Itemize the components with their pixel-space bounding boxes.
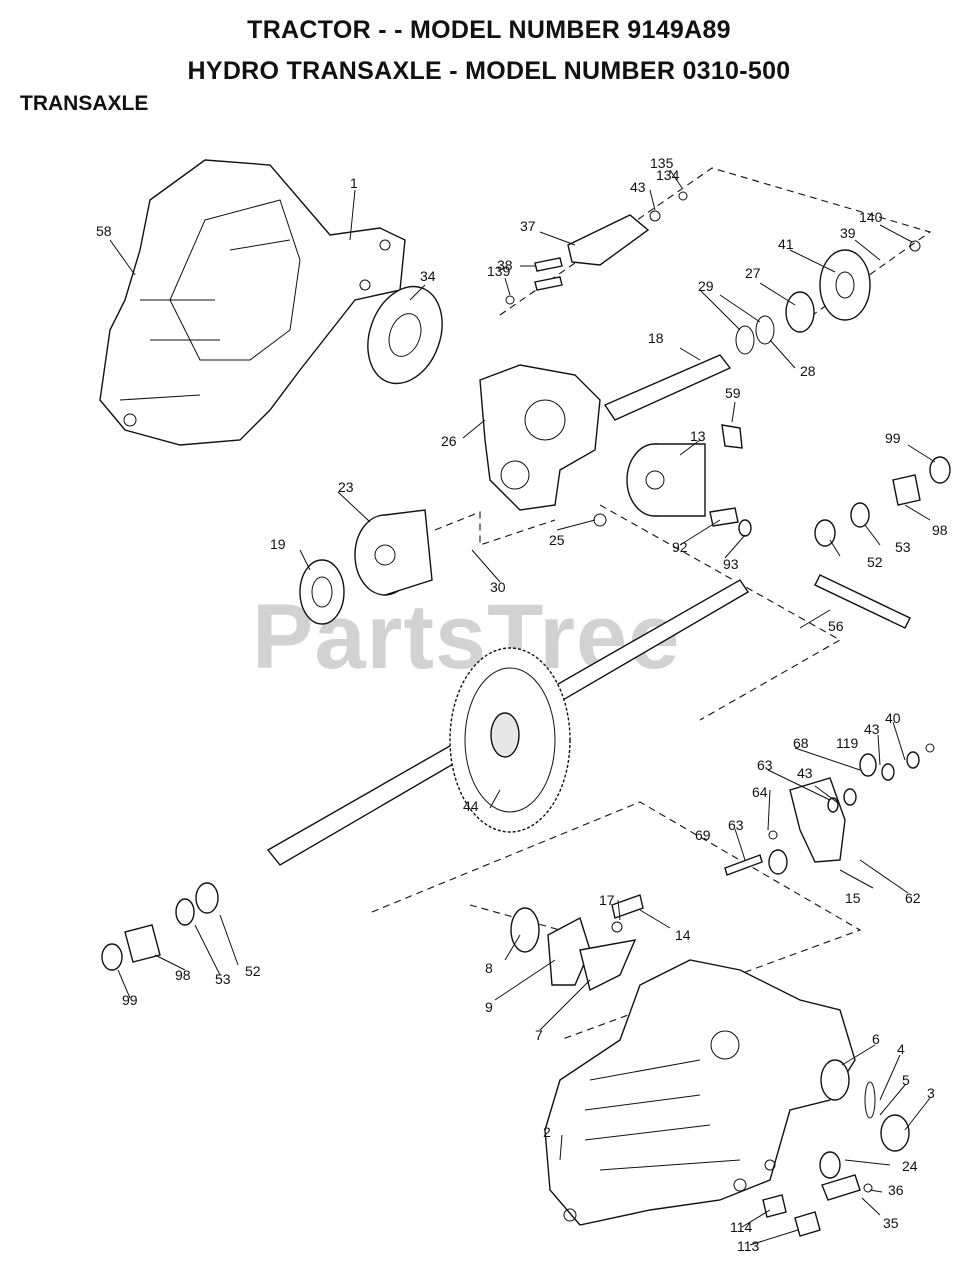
callout-98-right: 98 [932,522,948,538]
callout-38: 38 [497,257,513,273]
callout-62: 62 [905,890,921,906]
callout-6: 6 [872,1031,880,1047]
center-section [479,364,601,511]
callout-5: 5 [902,1072,910,1088]
pulley-41 [819,249,871,321]
callout-53-left: 53 [215,971,231,987]
callout-134: 134 [656,167,680,183]
callout-69: 69 [695,827,711,843]
bracket-37 [567,214,650,266]
callout-37: 37 [520,218,536,234]
cylinder-block-23 [354,509,433,596]
callout-23: 23 [338,479,354,495]
callout-113: 113 [737,1238,760,1254]
callout-98-left: 98 [175,967,191,983]
input-shaft [603,354,732,421]
callout-99-right: 99 [885,430,901,446]
callout-92: 92 [672,539,688,555]
callout-43-low: 43 [797,765,813,781]
callout-43-mid: 43 [864,721,880,737]
callout-1: 1 [350,175,358,191]
callout-7: 7 [535,1027,543,1043]
brake-parts [510,894,644,992]
dashed-outline-lower [371,801,862,1041]
callout-35: 35 [883,1215,899,1231]
callout-139: 139 [487,263,511,279]
callout-39: 39 [840,225,856,241]
diagram-title-line-1: TRACTOR - - MODEL NUMBER 9149A89 [247,16,731,44]
callout-40: 40 [885,710,901,726]
callout-114: 114 [730,1219,753,1235]
callout-56: 56 [828,618,844,634]
callout-34: 34 [420,268,436,284]
callout-58: 58 [96,223,112,239]
callout-43-top: 43 [630,179,646,195]
callout-25: 25 [549,532,565,548]
callout-28: 28 [800,363,816,379]
small-parts-right-lower [724,743,935,876]
callout-26: 26 [441,433,457,449]
callout-3: 3 [927,1085,935,1101]
small-parts-bottom [762,1059,910,1237]
lower-housing [544,959,856,1226]
callout-30: 30 [490,579,506,595]
callout-9: 9 [485,999,493,1015]
small-parts-left-lower [101,882,219,971]
callout-59: 59 [725,385,741,401]
motor-shaft [814,574,911,629]
callout-18: 18 [648,330,664,346]
leader-lines [109,169,936,1246]
dashed-outline-middle [434,504,842,721]
callout-44: 44 [463,798,479,814]
callout-4: 4 [897,1041,905,1057]
callout-2: 2 [543,1124,551,1140]
cylinder-block-13 [626,443,706,517]
diagram-title-line-2: HYDRO TRANSAXLE - MODEL NUMBER 0310-500 [187,57,791,85]
bull-gear [449,647,571,833]
callout-63-upper: 63 [757,757,773,773]
callout-140: 140 [859,209,883,225]
callout-24: 24 [902,1158,918,1174]
bearing-19 [299,559,345,625]
callout-64: 64 [752,784,768,800]
upper-housing [99,159,406,446]
callout-8: 8 [485,960,493,976]
section-heading: TRANSAXLE [20,92,149,115]
callout-52-left: 52 [245,963,261,979]
callout-53-right: 53 [895,539,911,555]
callout-14: 14 [675,927,691,943]
callout-93: 93 [723,556,739,572]
callout-27: 27 [745,265,761,281]
seal-rings [735,291,815,355]
callout-63-lower: 63 [728,817,744,833]
callout-99-left: 99 [122,992,138,1008]
callout-68: 68 [793,735,809,751]
callout-41: 41 [778,236,794,252]
callout-52-right: 52 [867,554,883,570]
callout-135: 135 [650,155,674,171]
callout-17: 17 [599,892,615,908]
callout-labels: 1 58 34 135 43 134 37 38 139 140 39 41 2… [96,155,948,1254]
callout-13: 13 [690,428,706,444]
callout-15: 15 [845,890,861,906]
callout-36: 36 [888,1182,904,1198]
callout-29: 29 [698,278,714,294]
callout-119: 119 [836,735,859,751]
callout-19: 19 [270,536,286,552]
